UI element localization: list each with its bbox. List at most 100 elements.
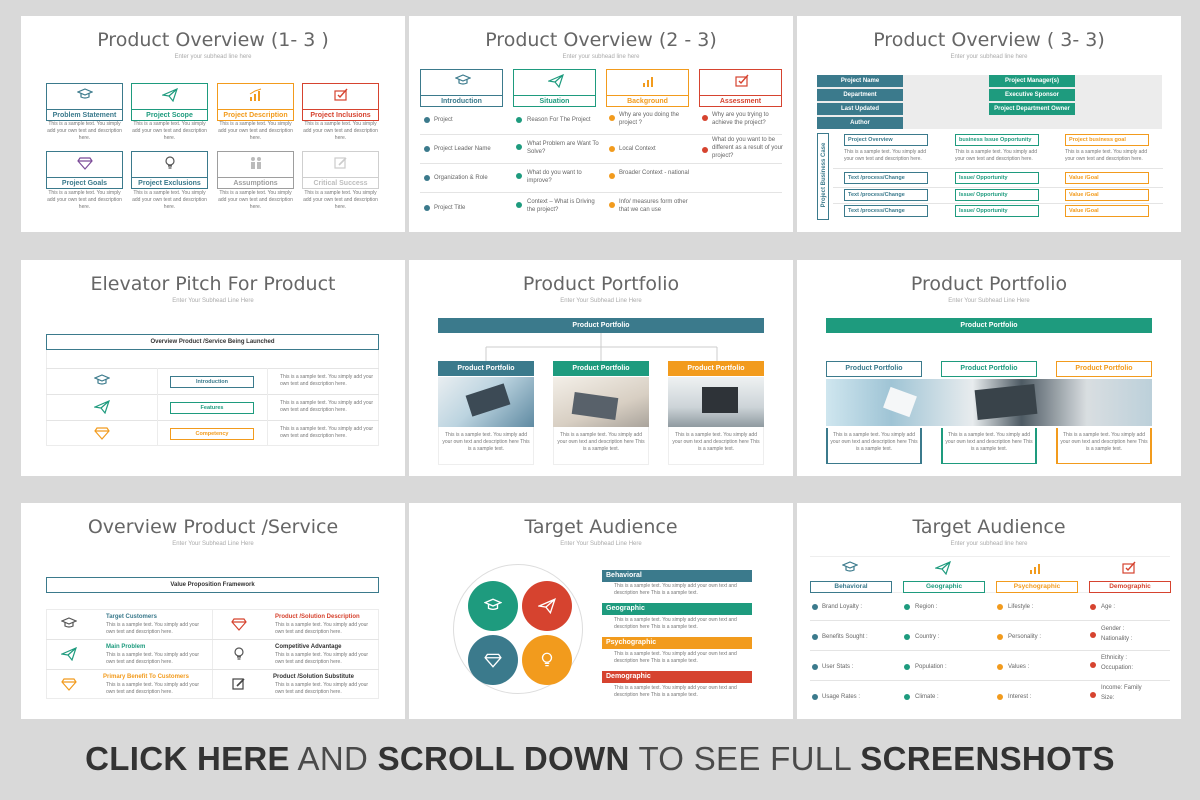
framework-header: Value Proposition Framework [46,577,379,593]
pencil-icon [334,157,347,169]
vertical-label: Project Business Case [821,142,827,208]
list-item: User Stats : [822,664,854,670]
overview-box-problem-statement[interactable]: Problem Statement [46,83,123,121]
portfolio-top-bar: Product Portfolio [438,318,764,333]
framework-label-primary-benefit: Primary Benefit To Customers [103,674,189,680]
col-description: This is a sample text. You simply add yo… [1065,149,1147,162]
checkbox-icon [735,74,749,87]
list-item: Benefits Sought : [822,634,868,640]
col-head-business-goal: Project business goal [1065,134,1149,146]
label-project-managers: Project Manager(s) [989,75,1075,87]
bullet-dot [516,173,522,179]
audience-circle-demographic [522,635,572,685]
slide-title: Product Overview (1- 3 ) [97,29,329,51]
cell: Issue/ Opportunity [955,205,1039,217]
slide-subtitle: Enter Your Subhead Line Here [948,298,1030,304]
slide-subtitle: Enter your subhead line here [950,541,1028,547]
graduation-cap-icon [77,88,93,99]
audience-label-behavioral: Behavioral [602,570,752,582]
connector-lines [485,333,718,361]
paper-plane-icon [94,400,110,414]
audience-description: This is a sample text. You simply add yo… [614,583,737,596]
bullet-dot [997,604,1003,610]
slide-product-overview-1[interactable]: Product Overview (1- 3 ) Enter your subh… [21,16,405,232]
bullet-dot [609,173,615,179]
label-executive-sponsor: Executive Sponsor [989,89,1075,101]
list-item: Brand Loyalty : [822,604,863,610]
pitch-label-introduction: Introduction [170,376,254,388]
framework-description: This is a sample text. You simply add yo… [275,622,369,635]
paper-plane-icon [162,88,178,102]
slide-target-audience-1[interactable]: Target Audience Enter Your Subhead Line … [409,503,793,719]
banner-click-here[interactable]: CLICK HERE [85,740,290,777]
overview-box-project-scope[interactable]: Project Scope [131,83,208,121]
portfolio-top-bar: Product Portfolio [826,318,1152,333]
slide-product-portfolio-1[interactable]: Product Portfolio Enter Your Subhead Lin… [409,260,793,476]
portfolio-description: This is a sample text. You simply add yo… [672,432,760,452]
banner-scroll-down: SCROLL DOWN [377,740,630,777]
overview-box-project-goals[interactable]: Project Goals [46,151,123,189]
overview-box-project-inclusions[interactable]: Project Inclusions [302,83,379,121]
framework-description: This is a sample text. You simply add yo… [275,682,369,695]
slide-product-portfolio-2[interactable]: Product Portfolio Enter Your Subhead Lin… [797,260,1181,476]
bullet-dot [997,664,1003,670]
slide-overview-product-service[interactable]: Overview Product /Service Enter Your Sub… [21,503,405,719]
pitch-description: This is a sample text. You simply add yo… [280,400,374,413]
bullet-dot [1090,662,1096,668]
slide-product-overview-3[interactable]: Product Overview ( 3- 3) Enter your subh… [797,16,1181,232]
header-introduction[interactable]: Introduction [420,69,503,107]
row-divider [46,420,379,421]
bullet-dot [997,694,1003,700]
col-description: This is a sample text. You simply add yo… [955,149,1037,162]
label-project-name: Project Name [817,75,903,87]
header-assessment[interactable]: Assessment [699,69,782,107]
audience-head-demographic: Demographic [1089,581,1171,593]
list-item: Project [434,117,453,123]
overview-box-project-exclusions[interactable]: Project Exclusions [131,151,208,189]
portfolio-photo [553,377,649,427]
slide-subtitle: Enter Your Subhead Line Here [560,541,642,547]
pencil-icon [232,678,245,690]
list-item: Reason For The Project [527,117,591,123]
framework-description: This is a sample text. You simply add yo… [275,652,369,665]
bullet-dot [424,205,430,211]
label-project-department-owner: Project Department Owner [989,103,1075,115]
col-divider [267,368,268,446]
overview-box-critical-success[interactable]: Critical Success [302,151,379,189]
box-description: This is a sample text. You simply add yo… [303,121,378,141]
cell: Text /process/Change [844,172,928,184]
slide-target-audience-2[interactable]: Target Audience Enter your subhead line … [797,503,1181,719]
row-divider [833,203,1163,204]
framework-label-competitive-advantage: Competitive Advantage [275,644,342,650]
audience-label-demographic: Demographic [602,671,752,683]
col-head-project-overview: Project Overview [844,134,928,146]
banner-text: AND [289,740,378,777]
paper-plane-icon [935,561,951,575]
list-item: Broader Context - national [619,170,690,176]
portfolio-card [941,428,1037,464]
header-background[interactable]: Background [606,69,689,107]
overview-box-project-description[interactable]: Project Description [217,83,294,121]
slide-title: Product Portfolio [910,273,1068,295]
pitch-table [46,350,379,446]
header-situation[interactable]: Situation [513,69,596,107]
list-item: Project Title [434,205,466,211]
slide-elevator-pitch[interactable]: Elevator Pitch For Product Enter Your Su… [21,260,405,476]
slide-product-overview-2[interactable]: Product Overview (2 - 3) Enter your subh… [409,16,793,232]
diamond-icon [231,618,247,631]
list-item: Ethnicity : Occupation: [1101,655,1134,671]
list-item: Project Leader Name [434,146,491,152]
list-item: Interest : [1008,694,1032,700]
overview-box-assumptions[interactable]: Assumptions [217,151,294,189]
scroll-down-banner[interactable]: CLICK HERE AND SCROLL DOWN TO SEE FULL S… [0,740,1200,778]
audience-circle-psychographic [468,635,518,685]
diamond-icon [484,653,502,668]
box-label: Project Exclusions [132,177,207,188]
bullet-dot [812,694,818,700]
col-divider [212,609,213,699]
diamond-icon [61,678,77,691]
diamond-icon [77,157,93,170]
audience-outer-ring [453,564,583,694]
box-description: This is a sample text. You simply add yo… [132,190,207,210]
bullet-dot [609,115,615,121]
